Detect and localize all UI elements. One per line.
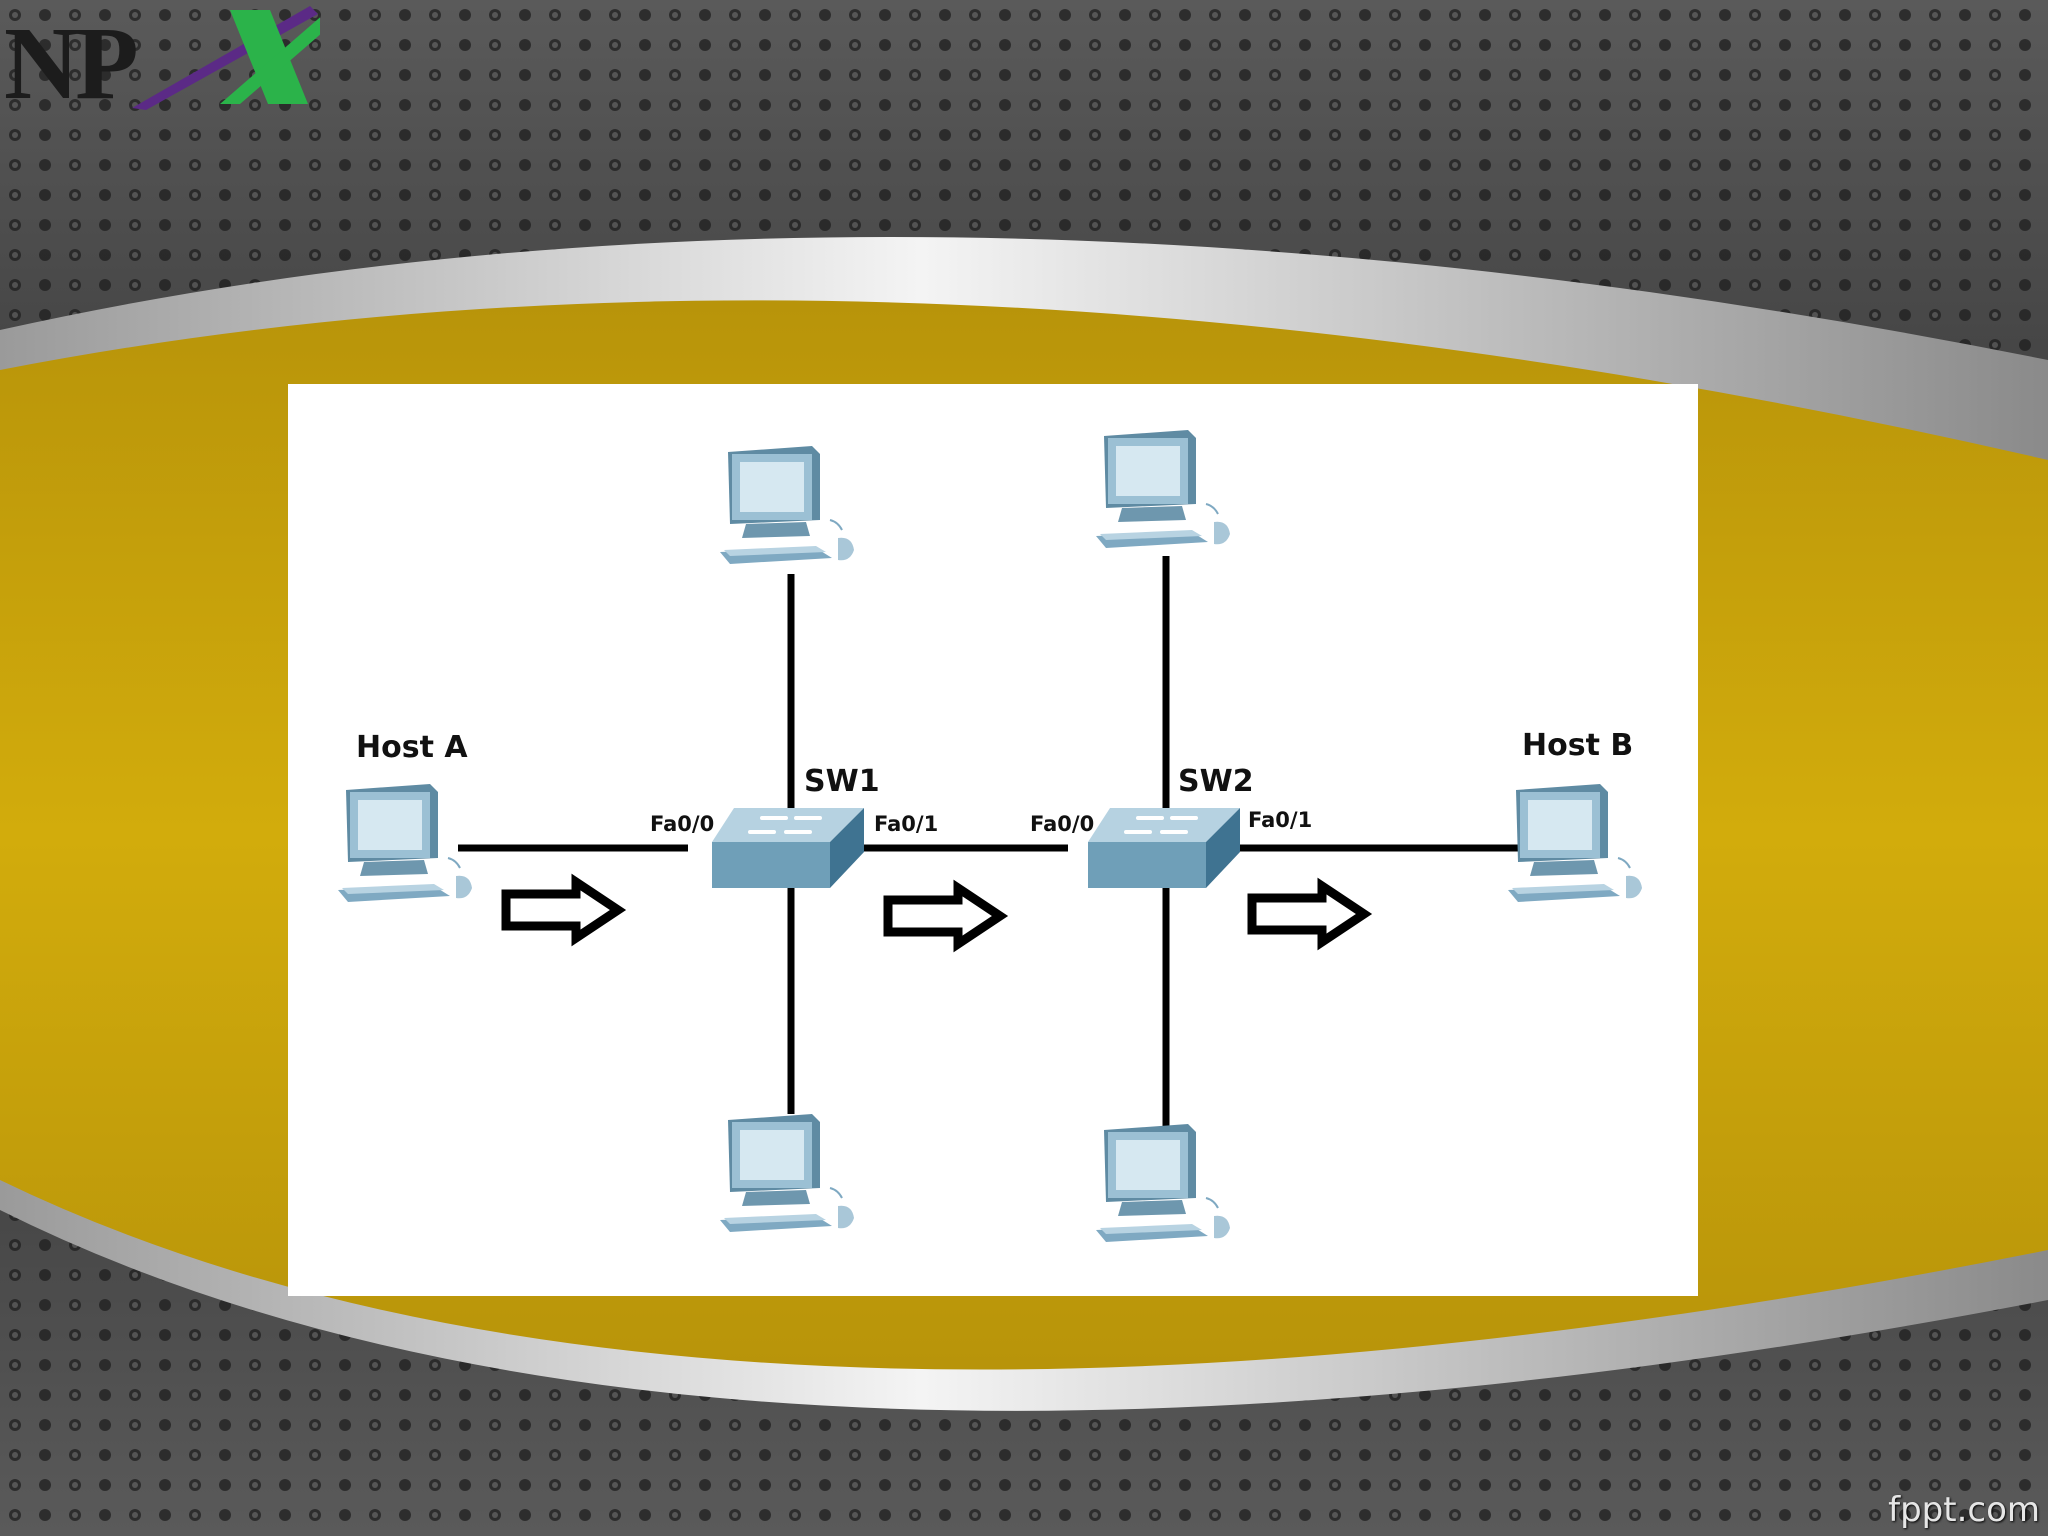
sw1-port-right-label: Fa0/1 xyxy=(874,812,939,836)
pc-icon-host-a xyxy=(337,783,473,903)
flow-arrow-icon-3 xyxy=(1252,886,1364,942)
network-diagram-panel: Host A Host B SW1 SW2 Fa0/0 Fa0/1 Fa0/0 … xyxy=(288,384,1698,1296)
sw1-port-left-label: Fa0/0 xyxy=(650,812,715,836)
pc-icon-sw2-bottom xyxy=(1095,1123,1231,1243)
logo-text: NP xyxy=(4,6,139,121)
pc-icon-host-b xyxy=(1507,783,1643,903)
sw2-port-right-label: Fa0/1 xyxy=(1248,808,1313,832)
sw2-port-left-label: Fa0/0 xyxy=(1030,812,1095,836)
pc-icon-sw2-top xyxy=(1095,429,1231,549)
host-b-label: Host B xyxy=(1522,728,1634,763)
fppt-credit: fppt.com xyxy=(1888,1490,2040,1530)
npx-logo: NP xyxy=(0,0,320,120)
network-diagram xyxy=(337,429,1643,1243)
logo-x-mark-icon xyxy=(132,6,320,110)
pc-icon-sw1-top xyxy=(719,445,855,565)
host-a-label: Host A xyxy=(356,730,468,765)
flow-arrow-icon-2 xyxy=(888,888,1000,944)
switch-icon-sw1 xyxy=(710,806,866,890)
sw1-label: SW1 xyxy=(804,764,880,799)
pc-icon-sw1-bottom xyxy=(719,1113,855,1233)
switch-icon-sw2 xyxy=(1086,806,1242,890)
flow-arrow-icon-1 xyxy=(506,882,618,938)
sw2-label: SW2 xyxy=(1178,764,1254,799)
